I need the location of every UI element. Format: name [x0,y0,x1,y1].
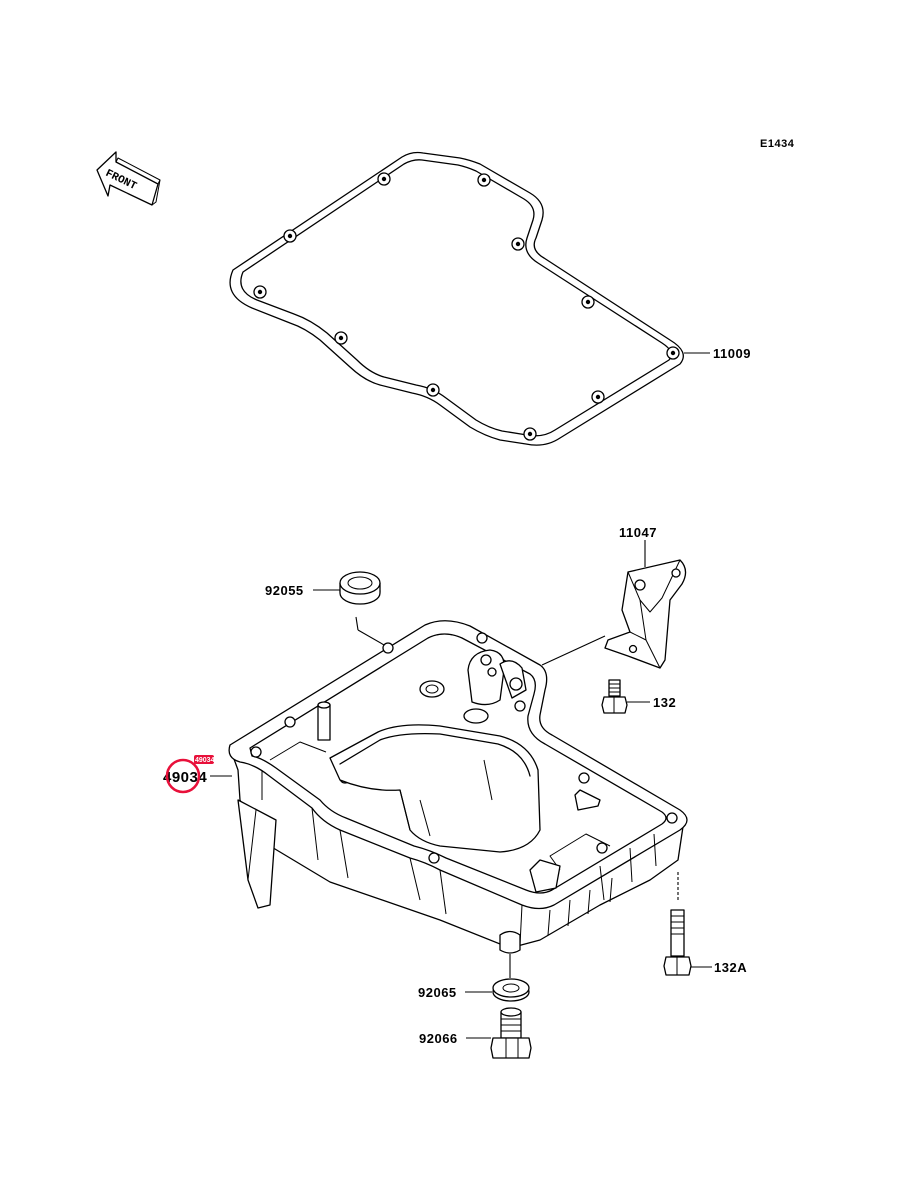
label-11009[interactable]: 11009 [713,346,751,361]
label-92055[interactable]: 92055 [265,583,304,598]
highlight-badge [194,755,214,764]
drain-plug-92066[interactable] [490,1007,532,1059]
oil-pan-49034[interactable] [228,620,688,954]
label-49034[interactable]: 49034 [163,769,207,786]
badge-49034: 49034 [195,757,215,764]
diagram-code: E1434 [760,138,795,150]
front-arrow-icon: FRONT [96,151,161,206]
washer-92065[interactable] [492,978,530,1002]
highlight-ring [165,758,201,794]
bolt-132A[interactable] [663,872,692,976]
oil-pan-gasket[interactable] [229,151,684,446]
label-132[interactable]: 132 [653,695,676,710]
label-92066[interactable]: 92066 [419,1031,458,1046]
label-11047[interactable]: 11047 [619,525,657,540]
label-132A[interactable]: 132A [714,960,747,975]
bracket-11047[interactable] [604,559,687,669]
oil-seal-92055[interactable] [339,571,381,605]
bolt-132[interactable] [601,679,628,714]
label-92065[interactable]: 92065 [418,985,457,1000]
